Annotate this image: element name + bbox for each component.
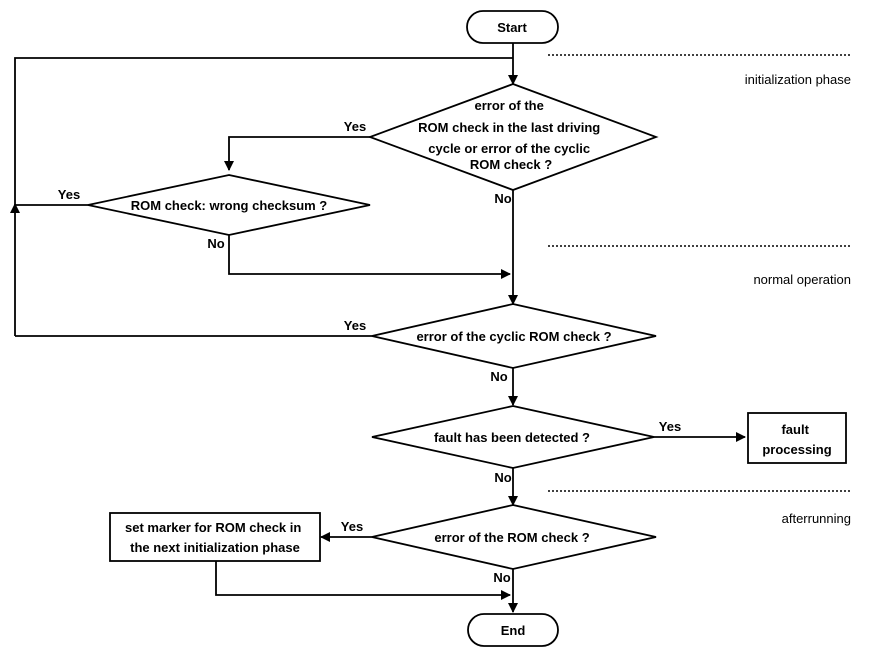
- edge-label-d3-no: No: [490, 369, 507, 384]
- start-label: Start: [497, 20, 527, 35]
- edge-label-d2-yes: Yes: [58, 187, 80, 202]
- edge-marker-to-end: [215, 561, 511, 600]
- fault-processing-label: fault processing: [762, 422, 831, 457]
- edge-d1-yes: [224, 136, 370, 171]
- phase-label-normal: normal operation: [753, 272, 851, 287]
- edge-loop-top: [14, 57, 513, 205]
- end-label: End: [501, 623, 526, 638]
- edge-label-d5-yes: Yes: [341, 519, 363, 534]
- decision-wrong-checksum-label: ROM check: wrong checksum ?: [131, 198, 328, 213]
- edge-d2-no: [228, 235, 511, 279]
- decision-fault-detected: fault has been detected ?: [371, 405, 655, 469]
- set-marker-label: set marker for ROM check in the next ini…: [125, 520, 305, 555]
- edge-label-d5-no: No: [493, 570, 510, 585]
- edge-label-d4-no: No: [494, 470, 511, 485]
- decision-rom-check-error-label: error of the ROM check ?: [434, 530, 589, 545]
- decision-rom-check-last-cycle-label: error of the ROM check in the last drivi…: [418, 98, 604, 172]
- start-terminal: Start: [466, 10, 559, 44]
- edge-label-d1-yes: Yes: [344, 119, 366, 134]
- edge-label-d2-no: No: [207, 236, 224, 251]
- edge-label-d4-yes: Yes: [659, 419, 681, 434]
- fault-processing-box: fault processing: [747, 412, 847, 464]
- decision-rom-check-error: error of the ROM check ?: [371, 504, 657, 570]
- edge-label-d3-yes: Yes: [344, 318, 366, 333]
- decision-cyclic-rom-check: error of the cyclic ROM check ?: [371, 303, 657, 369]
- decision-cyclic-rom-check-label: error of the cyclic ROM check ?: [416, 329, 611, 344]
- phase-label-afterrunning: afterrunning: [782, 511, 851, 526]
- set-marker-box: set marker for ROM check in the next ini…: [109, 512, 321, 562]
- phase-label-initialization: initialization phase: [745, 72, 851, 87]
- edge-label-d1-no: No: [494, 191, 511, 206]
- decision-rom-check-last-cycle: error of the ROM check in the last drivi…: [367, 83, 659, 191]
- end-terminal: End: [467, 613, 559, 647]
- decision-wrong-checksum: ROM check: wrong checksum ?: [87, 174, 371, 236]
- decision-fault-detected-label: fault has been detected ?: [434, 430, 590, 445]
